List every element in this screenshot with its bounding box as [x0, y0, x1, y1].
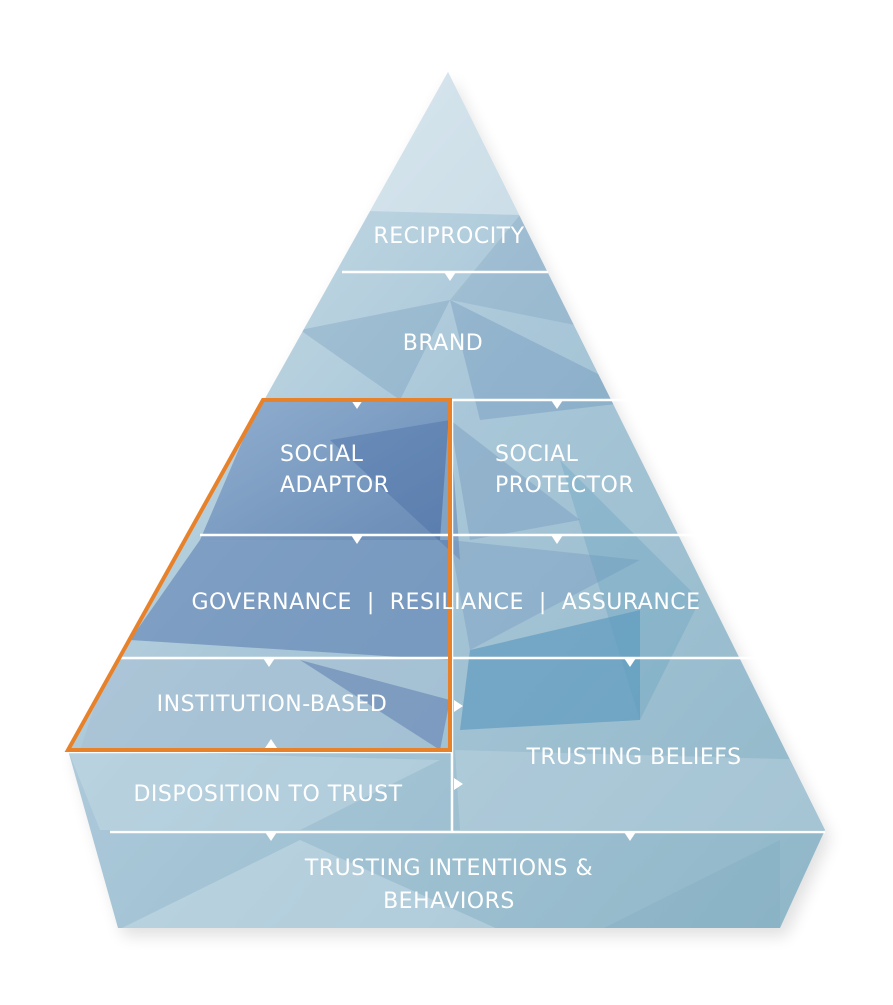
arrow-up-icon [265, 739, 277, 748]
pyramid-labels: RECIPROCITY BRAND SOCIAL ADAPTOR SOCIAL … [133, 224, 741, 914]
arrow-down-icon [351, 535, 363, 544]
flow-arrows [263, 272, 636, 841]
label-reciprocity: RECIPROCITY [373, 224, 524, 249]
label-governance-resiliance-assurance: GOVERNANCE | RESILIANCE | ASSURANCE [191, 590, 700, 615]
arrow-down-icon [624, 658, 636, 667]
arrow-right-icon [454, 778, 463, 790]
label-trusting-intentions-line1: TRUSTING INTENTIONS & [304, 856, 593, 881]
arrow-down-icon [265, 832, 277, 841]
label-social-adaptor-line1: SOCIAL [280, 442, 364, 467]
arrow-down-icon [351, 400, 363, 409]
arrow-down-icon [551, 400, 563, 409]
arrow-down-icon [263, 658, 275, 667]
label-social-protector-line2: PROTECTOR [495, 473, 634, 498]
label-disposition-to-trust: DISPOSITION TO TRUST [133, 782, 402, 807]
label-trusting-beliefs: TRUSTING BELIEFS [525, 745, 741, 770]
label-brand: BRAND [403, 331, 483, 356]
label-social-protector-line1: SOCIAL [495, 442, 579, 467]
arrow-down-icon [444, 272, 456, 281]
social-adaptor-highlight [64, 398, 452, 752]
ice-facets [68, 72, 825, 928]
arrow-down-icon [551, 535, 563, 544]
label-social-adaptor-line2: ADAPTOR [280, 473, 389, 498]
label-trusting-intentions-line2: BEHAVIORS [383, 889, 515, 914]
arrow-right-icon [454, 700, 463, 712]
arrow-down-icon [624, 832, 636, 841]
label-institution-based: INSTITUTION-BASED [157, 692, 388, 717]
